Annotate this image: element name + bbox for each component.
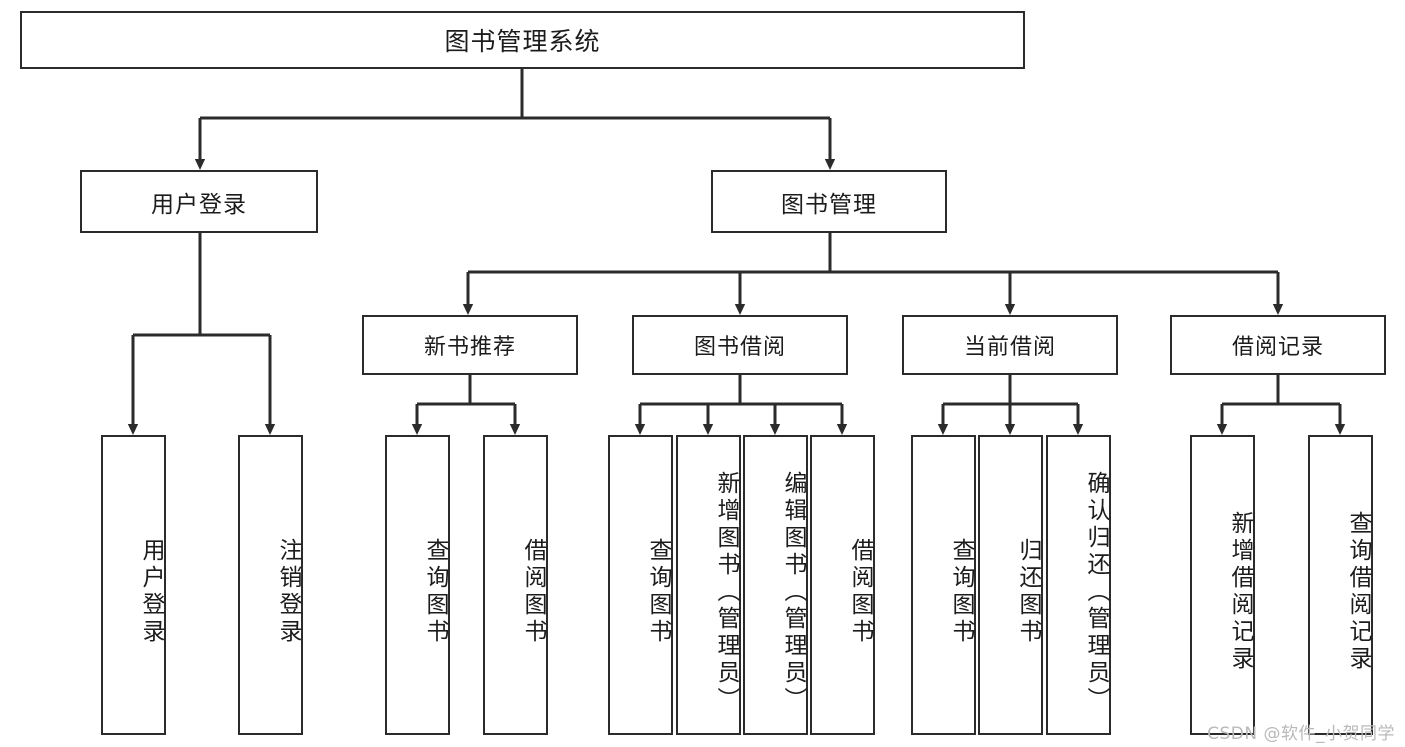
node-book-borrow[interactable]: 图书借阅	[632, 315, 848, 375]
leaf-query-book-current[interactable]: 查询图书	[911, 435, 976, 735]
leaf-add-borrow-record[interactable]: 新增借阅记录	[1190, 435, 1255, 735]
node-label: 归还图书	[1015, 538, 1041, 646]
node-book-management[interactable]: 图书管理	[711, 170, 947, 233]
leaf-user-logout[interactable]: 注销登录	[238, 435, 303, 735]
leaf-return-book[interactable]: 归还图书	[978, 435, 1043, 735]
node-label: 图书管理	[781, 191, 877, 218]
node-new-book-recommend[interactable]: 新书推荐	[362, 315, 578, 375]
node-label: 用户登录	[138, 538, 164, 646]
leaf-add-book-admin[interactable]: 新增图书（管理员）	[676, 435, 741, 735]
leaf-edit-book-admin[interactable]: 编辑图书（管理员）	[743, 435, 808, 735]
watermark: CSDN @软件_小贺同学	[1207, 724, 1395, 744]
node-label: 图书管理系统	[444, 27, 601, 56]
node-root-book-management-system[interactable]: 图书管理系统	[20, 11, 1025, 69]
node-label: 新增图书（管理员）	[713, 470, 739, 714]
node-label: 当前借阅	[963, 335, 1056, 360]
node-label: 借阅记录	[1231, 335, 1324, 360]
leaf-confirm-return-admin[interactable]: 确认归还（管理员）	[1046, 435, 1111, 735]
node-label: 注销登录	[275, 538, 301, 646]
node-current-borrow[interactable]: 当前借阅	[902, 315, 1118, 375]
leaf-query-borrow-record[interactable]: 查询借阅记录	[1308, 435, 1373, 735]
node-borrow-record[interactable]: 借阅记录	[1170, 315, 1386, 375]
leaf-user-login[interactable]: 用户登录	[101, 435, 166, 735]
node-label: 查询借阅记录	[1345, 511, 1371, 673]
leaf-borrow-book-recommend[interactable]: 借阅图书	[483, 435, 548, 735]
node-label: 新书推荐	[423, 335, 516, 360]
node-label: 借阅图书	[847, 538, 873, 646]
node-label: 图书借阅	[693, 335, 786, 360]
leaf-borrow-book[interactable]: 借阅图书	[810, 435, 875, 735]
node-user-login[interactable]: 用户登录	[80, 170, 318, 233]
node-label: 新增借阅记录	[1227, 511, 1253, 673]
node-label: 确认归还（管理员）	[1083, 470, 1109, 714]
node-label: 查询图书	[948, 538, 974, 646]
leaf-query-book-borrow[interactable]: 查询图书	[608, 435, 673, 735]
node-label: 编辑图书（管理员）	[780, 470, 806, 714]
node-label: 借阅图书	[520, 538, 546, 646]
node-label: 查询图书	[645, 538, 671, 646]
leaf-query-book-recommend[interactable]: 查询图书	[385, 435, 450, 735]
node-label: 查询图书	[422, 538, 448, 646]
node-label: 用户登录	[151, 191, 247, 218]
